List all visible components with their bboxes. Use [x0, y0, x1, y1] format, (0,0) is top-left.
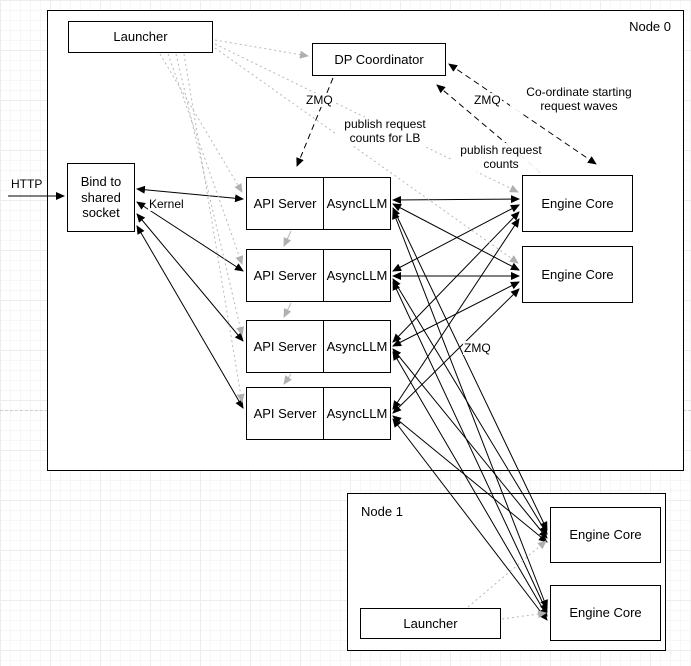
api-server-cell: API Server: [247, 250, 324, 301]
engine-core-box-node0-2: Engine Core: [522, 246, 633, 303]
engine-core-box-node0-1: Engine Core: [522, 175, 633, 232]
api-server-row-2: API Server AsyncLLM: [246, 249, 391, 302]
asyncllm-cell: AsyncLLM: [326, 267, 388, 283]
node0-title: Node 0: [629, 19, 671, 34]
zmq-coordinator-label: ZMQ: [473, 93, 502, 108]
dp-coordinator-box: DP Coordinator: [312, 43, 446, 76]
zmq-engines-label: ZMQ: [463, 341, 492, 356]
kernel-label: Kernel: [148, 197, 185, 212]
bind-shared-socket-box: Bind to shared socket: [67, 163, 135, 232]
asyncllm-cell: AsyncLLM: [326, 195, 388, 211]
launcher-box-node0: Launcher: [68, 21, 213, 53]
coordinate-waves-label: Co-ordinate starting request waves: [510, 85, 648, 114]
engine-core-box-node1-1: Engine Core: [550, 507, 661, 563]
api-server-row-3: API Server AsyncLLM: [246, 320, 391, 373]
launcher-box-node1: Launcher: [360, 608, 501, 639]
asyncllm-cell: AsyncLLM: [326, 405, 388, 421]
engine-core-box-node1-2: Engine Core: [550, 585, 661, 641]
api-server-cell: API Server: [247, 388, 324, 439]
api-server-cell: API Server: [247, 178, 324, 229]
api-server-cell: API Server: [247, 321, 324, 372]
publish-counts-label: publish request counts: [452, 143, 550, 172]
http-label: HTTP: [10, 177, 44, 192]
zmq-launcher-label: ZMQ: [305, 93, 334, 108]
publish-lb-label: publish request counts for LB: [336, 117, 434, 146]
api-server-row-4: API Server AsyncLLM: [246, 387, 391, 440]
node1-title: Node 1: [361, 504, 403, 519]
api-server-row-1: API Server AsyncLLM: [246, 177, 391, 230]
asyncllm-cell: AsyncLLM: [326, 338, 388, 354]
